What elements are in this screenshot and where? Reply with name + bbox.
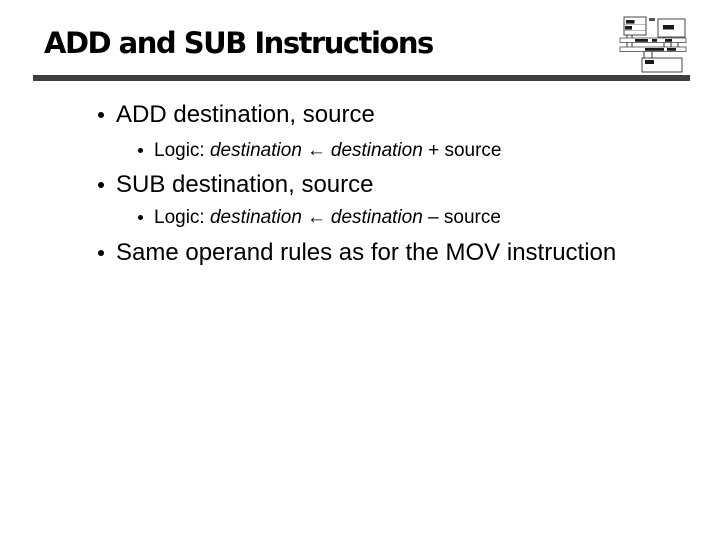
bullet-text: Same operand rules as for the MOV instru… bbox=[116, 239, 617, 266]
logic-label: Logic: bbox=[154, 140, 210, 161]
logic-operand-destination: destination bbox=[330, 140, 423, 161]
bullet-icon bbox=[98, 182, 104, 188]
sub-bullet-sub-logic: Logic: destination←destination – source bbox=[138, 206, 501, 230]
cpu-memory-bus-diagram-icon bbox=[619, 16, 687, 73]
logic-operator-source: – source bbox=[422, 207, 501, 228]
logic-operator-source: + source bbox=[422, 140, 502, 161]
left-arrow-symbol: ← bbox=[306, 140, 326, 161]
bullet-item-operand-rules: Same operand rules as for the MOV instru… bbox=[98, 238, 616, 268]
logic-operand-destination: destination bbox=[209, 207, 302, 228]
bullet-text: SUB destination, source bbox=[116, 171, 374, 198]
logic-operand-destination: destination bbox=[209, 140, 302, 161]
bullet-item-add: ADD destination, source bbox=[98, 100, 375, 130]
bullet-icon bbox=[138, 215, 143, 220]
architecture-diagram-logo bbox=[618, 5, 718, 75]
logic-operand-destination: destination bbox=[330, 207, 423, 228]
bullet-text: ADD destination, source bbox=[116, 101, 375, 128]
slide-title: ADD and SUB Instructions bbox=[44, 26, 434, 60]
bullet-icon bbox=[98, 250, 104, 256]
title-underline-rule bbox=[33, 75, 690, 81]
bullet-icon bbox=[138, 148, 143, 153]
logic-label: Logic: bbox=[154, 207, 210, 228]
bullet-item-sub: SUB destination, source bbox=[98, 170, 373, 200]
bullet-icon bbox=[98, 112, 104, 118]
sub-bullet-add-logic: Logic: destination←destination + source bbox=[138, 139, 501, 163]
left-arrow-symbol: ← bbox=[306, 207, 326, 228]
